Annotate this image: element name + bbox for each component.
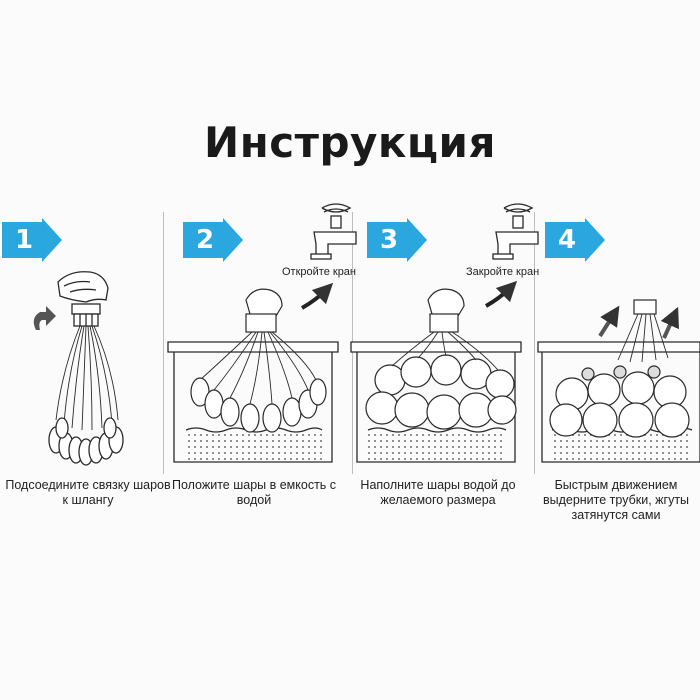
curved-arrow-icon <box>301 282 334 310</box>
step-2-faucet-icon <box>310 203 357 260</box>
step-2-caption: Положите шары в емкость с водой <box>171 478 337 507</box>
step-3-balloon-bunch <box>365 288 517 430</box>
step-3-container <box>350 341 522 463</box>
step-2-badge: 2 <box>183 218 245 262</box>
open-tap-label: Откройте кран <box>282 266 356 278</box>
step-4-balloons <box>549 365 690 438</box>
step-2-number: 2 <box>195 225 215 255</box>
step-arrow-badge-icon <box>183 218 243 262</box>
step-4-caption: Быстрым движением выдерните трубки, жгут… <box>542 478 690 522</box>
step-arrow-badge-icon <box>2 218 62 262</box>
close-tap-label: Закройте кран <box>466 266 540 278</box>
step-arrow-badge-icon <box>545 218 605 262</box>
step-2-balloon-bunch <box>190 288 327 433</box>
step-3-badge: 3 <box>367 218 429 262</box>
step-3-caption: Наполните шары водой до желаемого размер… <box>360 478 516 507</box>
curved-arrow-icon <box>485 280 518 308</box>
pull-up-arrow-icon <box>598 305 679 339</box>
step-1-illustration <box>48 271 124 466</box>
step-1-number: 1 <box>14 225 34 255</box>
step-3-number: 3 <box>379 225 399 255</box>
page-title: Инструкция <box>204 118 496 167</box>
step-1-caption: Подсоедините связку шаров к шлангу <box>5 478 171 507</box>
step-3-faucet-icon <box>492 203 539 260</box>
step-arrow-badge-icon <box>367 218 427 262</box>
step-4-pulled-tubes <box>617 299 669 363</box>
column-divider-3 <box>534 212 535 474</box>
column-divider-1 <box>163 212 164 474</box>
rotate-arrow-icon <box>33 306 56 330</box>
step-1-badge: 1 <box>2 218 64 262</box>
step-4-number: 4 <box>557 225 577 255</box>
step-4-badge: 4 <box>545 218 607 262</box>
